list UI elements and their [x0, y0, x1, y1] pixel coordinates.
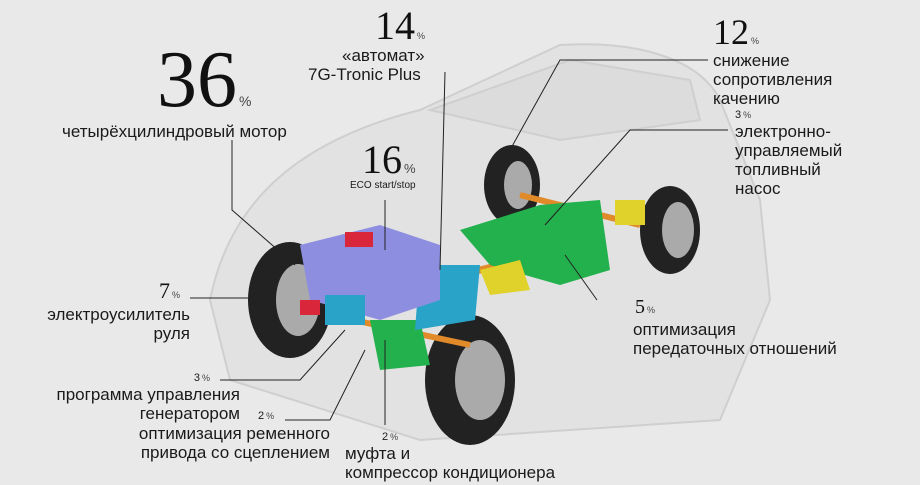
- item-transmission: 14% «автомат» 7G-Tronic Plus: [300, 3, 460, 85]
- rolling-label-1: снижение: [713, 51, 790, 70]
- gear-label-1: оптимизация: [633, 320, 736, 339]
- ac-label-2: компрессор кондиционера: [345, 463, 556, 482]
- leader-lines: [190, 59, 728, 425]
- eco-unit: %: [404, 161, 416, 176]
- item-eco-start-stop: 16% ECO start/stop: [350, 140, 416, 192]
- steering-label-1: электроусилитель: [47, 305, 190, 324]
- belt-unit: %: [266, 411, 275, 421]
- item-power-steering: 7% электроусилитель руля: [10, 278, 190, 344]
- fuel-pump-label-1: электронно-: [735, 122, 831, 141]
- ac-value: 2: [382, 431, 389, 443]
- fuel-pump-label-4: насос: [735, 179, 781, 198]
- fuel-pump-label-2: управляемый: [735, 141, 843, 160]
- transmission-label-2: 7G-Tronic Plus: [308, 65, 421, 84]
- gear-unit: %: [647, 305, 656, 315]
- gear-label-2: передаточных отношений: [633, 339, 837, 358]
- steering-unit: %: [171, 290, 180, 300]
- transmission-value: 14: [374, 3, 415, 48]
- alternator-unit: %: [201, 373, 210, 383]
- alternator-label-1: программа управления: [56, 385, 241, 404]
- ac-label-1: муфта и: [345, 444, 411, 463]
- alternator-label-2: генератором: [139, 404, 240, 423]
- steering-value: 7: [158, 278, 170, 303]
- engine-label: четырёхцилиндровый мотор: [62, 122, 287, 141]
- item-belt-drive: оптимизация ременного привода со сцеплен…: [60, 424, 330, 462]
- rolling-unit: %: [751, 36, 760, 46]
- engine-value: 36: [157, 36, 237, 124]
- belt-label-1: оптимизация ременного: [138, 424, 330, 443]
- item-ac-compressor: 2% муфта и компрессор кондиционера: [345, 430, 555, 482]
- rolling-label-2: сопротивления: [713, 70, 833, 89]
- transmission-label-1: «автомат»: [342, 46, 425, 65]
- steering-label-2: руля: [153, 324, 190, 343]
- item-fuel-pump: 3% электронно- управляемый топливный нас…: [735, 108, 842, 198]
- fuel-pump-label-3: топливный: [735, 160, 821, 179]
- belt-value: 2: [258, 410, 265, 422]
- belt-label-2: привода со сцеплением: [140, 443, 330, 462]
- item-alternator: 3% программа управления генератором: [20, 371, 241, 423]
- eco-value: 16: [362, 137, 402, 182]
- fuel-pump-value: 3: [735, 109, 742, 121]
- ac-unit: %: [390, 432, 399, 442]
- rolling-label-3: качению: [713, 89, 780, 108]
- gear-value: 5: [635, 296, 645, 318]
- eco-label: ECO start/stop: [350, 180, 416, 191]
- item-belt-drive-value: 2%: [258, 409, 274, 423]
- item-rolling-resistance: 12% снижение сопротивления качению: [713, 14, 832, 108]
- drivetrain: [300, 192, 645, 370]
- engine-unit: %: [239, 93, 252, 109]
- item-engine: 36% четырёхцилиндровый мотор: [62, 40, 287, 141]
- item-gear-ratios: 5% оптимизация передаточных отношений: [633, 297, 837, 358]
- rolling-value: 12: [713, 12, 749, 52]
- wheels: [248, 145, 700, 445]
- fuel-pump-unit: %: [743, 110, 752, 120]
- alternator-value: 3: [193, 372, 200, 384]
- transmission-unit: %: [416, 31, 425, 41]
